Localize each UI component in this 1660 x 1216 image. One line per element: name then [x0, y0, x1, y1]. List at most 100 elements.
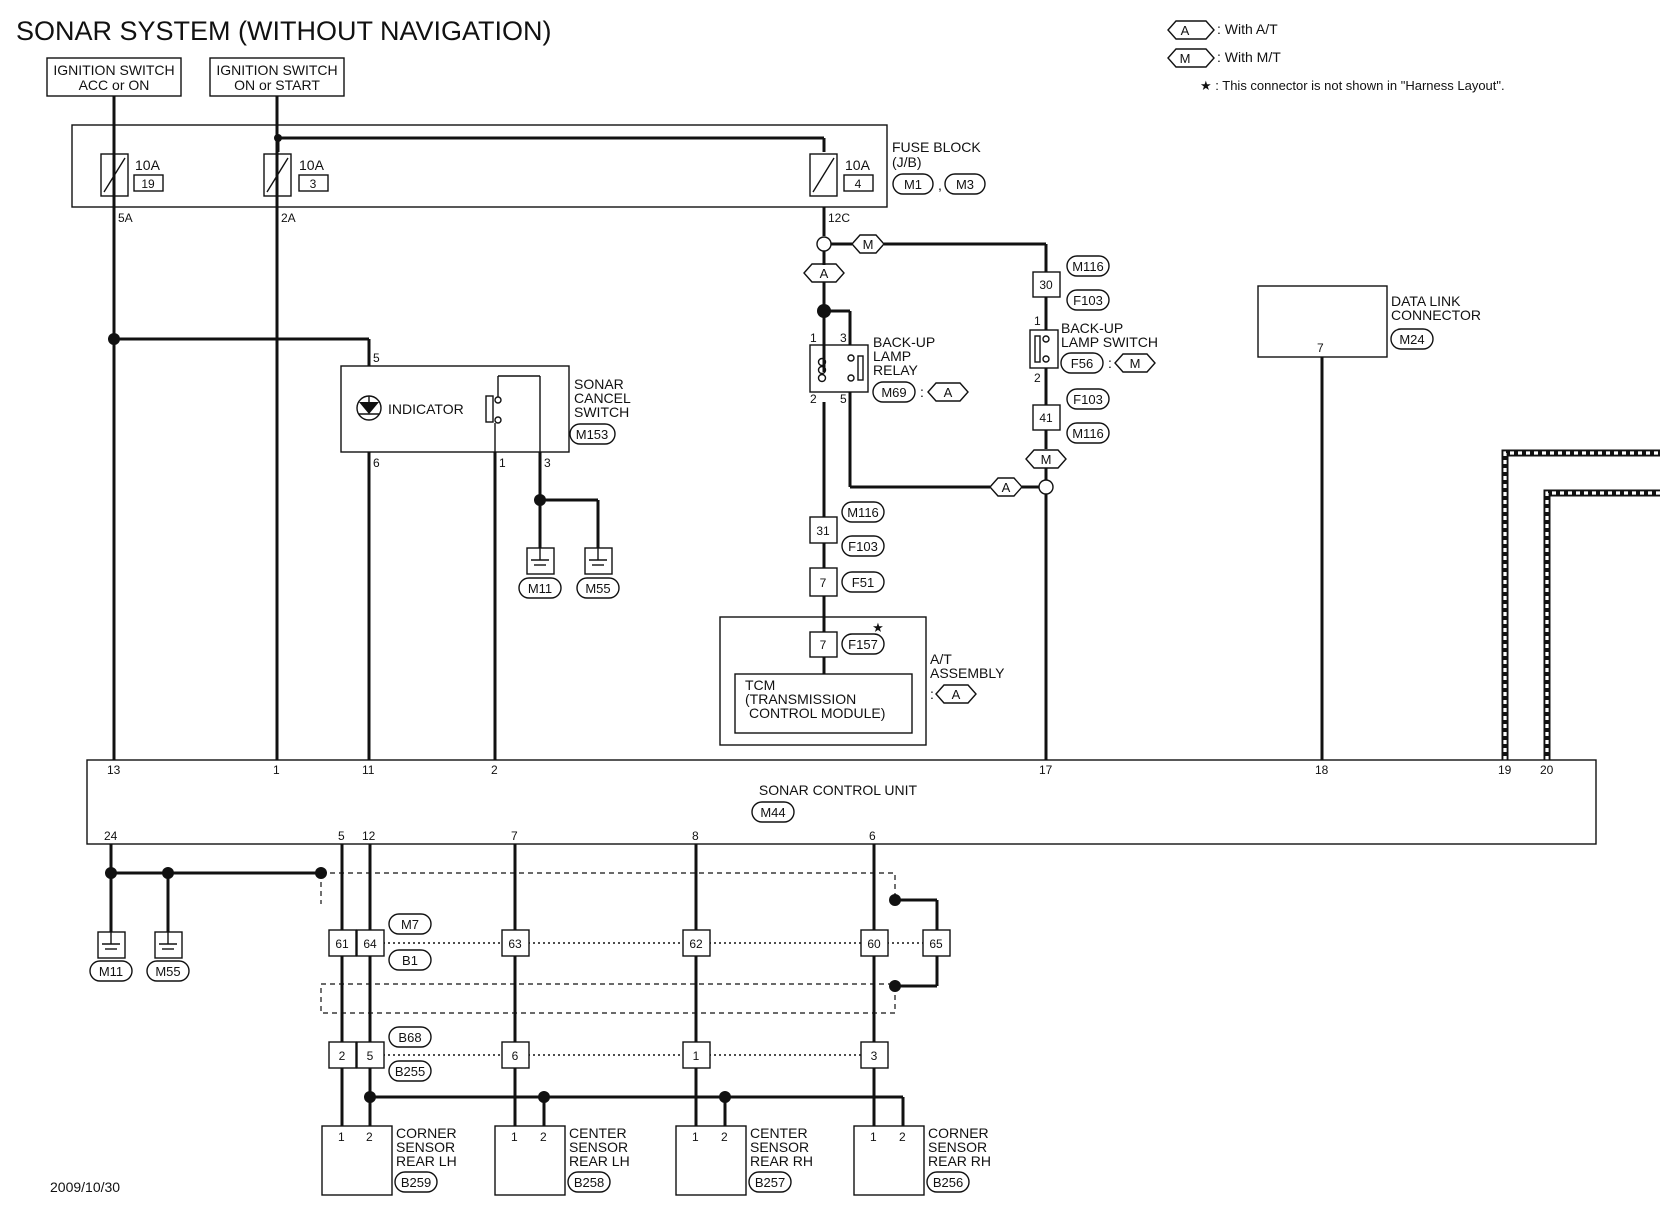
sensor-center-rear-rh: 1 2 CENTER SENSOR REAR RH B257	[675, 1125, 813, 1196]
svg-text:M44: M44	[760, 805, 785, 820]
svg-text:REAR LH: REAR LH	[396, 1153, 457, 1169]
backup-lamp-relay: 1 3 2 5 BACK-UP LAMP RELAY M69 : A	[809, 331, 969, 406]
svg-text:M: M	[1041, 452, 1052, 467]
svg-text:2: 2	[540, 1130, 547, 1144]
svg-text:F56: F56	[1071, 356, 1093, 371]
svg-text:SENSOR: SENSOR	[750, 1139, 809, 1155]
svg-text:SENSOR: SENSOR	[569, 1139, 628, 1155]
svg-text:7: 7	[1317, 341, 1324, 355]
svg-text:A: A	[1002, 480, 1011, 495]
svg-text:B255: B255	[395, 1064, 425, 1079]
svg-text:3: 3	[840, 331, 847, 345]
svg-text:ASSEMBLY: ASSEMBLY	[930, 665, 1005, 681]
svg-text:A: A	[952, 687, 961, 702]
svg-text:2: 2	[339, 1049, 346, 1063]
svg-text:SENSOR: SENSOR	[396, 1139, 455, 1155]
svg-text:M24: M24	[1399, 332, 1424, 347]
svg-text:M11: M11	[99, 964, 123, 979]
svg-text:2: 2	[810, 392, 817, 406]
svg-text::: :	[920, 384, 924, 400]
svg-text:24: 24	[104, 829, 118, 843]
legend-m-code: M	[1180, 51, 1191, 66]
svg-text:31: 31	[816, 524, 830, 538]
svg-text:M: M	[1130, 356, 1141, 371]
svg-text:1: 1	[692, 1130, 699, 1144]
svg-text:3: 3	[871, 1049, 878, 1063]
svg-text:REAR LH: REAR LH	[569, 1153, 630, 1169]
svg-text:IGNITION SWITCH: IGNITION SWITCH	[216, 62, 337, 78]
svg-text:6: 6	[869, 829, 876, 843]
svg-text:1: 1	[273, 763, 280, 777]
svg-text:ON or START: ON or START	[234, 77, 320, 93]
svg-text:CORNER: CORNER	[396, 1125, 457, 1141]
svg-text:1: 1	[511, 1130, 518, 1144]
fuse-block-label-1: FUSE BLOCK	[892, 139, 981, 155]
svg-text:B68: B68	[398, 1030, 421, 1045]
svg-text:3: 3	[310, 177, 317, 191]
svg-text:CONNECTOR: CONNECTOR	[1391, 307, 1481, 323]
svg-text:BACK-UP: BACK-UP	[1061, 320, 1123, 336]
svg-text:6: 6	[512, 1049, 519, 1063]
indicator-label: INDICATOR	[388, 401, 464, 417]
harness-connectors: M A 30 M116 F103 41 F103 M116 M A 31 M11…	[803, 234, 1110, 597]
svg-text:1: 1	[1034, 314, 1041, 328]
legend-a-text: : With A/T	[1217, 21, 1278, 37]
svg-text:M69: M69	[881, 385, 906, 400]
svg-text:5: 5	[373, 351, 380, 365]
svg-text:M116: M116	[1072, 259, 1104, 274]
sensor-corner-rear-rh: 1 2 CORNER SENSOR REAR RH B256	[853, 1125, 991, 1196]
data-link-connector: 7 DATA LINK CONNECTOR M24	[1257, 285, 1481, 358]
svg-text:M55: M55	[585, 581, 610, 596]
svg-text:6: 6	[373, 456, 380, 470]
svg-text:M116: M116	[847, 505, 879, 520]
svg-text:1: 1	[870, 1130, 877, 1144]
svg-text:SWITCH: SWITCH	[574, 404, 629, 420]
lower-wires	[105, 844, 939, 1126]
svg-text:TCM: TCM	[745, 677, 775, 693]
svg-text:13: 13	[107, 763, 121, 777]
svg-text:M55: M55	[155, 964, 180, 979]
svg-text:F103: F103	[1073, 392, 1103, 407]
svg-text:LAMP SWITCH: LAMP SWITCH	[1061, 334, 1158, 350]
svg-text:61: 61	[335, 937, 349, 951]
svg-text:LAMP: LAMP	[873, 348, 911, 364]
svg-text:CONTROL MODULE): CONTROL MODULE)	[749, 705, 885, 721]
svg-text:RELAY: RELAY	[873, 362, 919, 378]
svg-text:18: 18	[1315, 763, 1329, 777]
diagram-date: 2009/10/30	[50, 1179, 120, 1195]
sensor-corner-rear-lh: 1 2 CORNER SENSOR REAR LH B259	[321, 1125, 457, 1196]
svg-text:F103: F103	[1073, 293, 1103, 308]
svg-text:SONAR CONTROL UNIT: SONAR CONTROL UNIT	[759, 782, 918, 798]
ignition-switch-on: IGNITION SWITCH ON or START	[209, 57, 345, 97]
svg-text:19: 19	[1498, 763, 1512, 777]
svg-text:12: 12	[362, 829, 376, 843]
svg-text:M1: M1	[904, 177, 922, 192]
svg-text:7: 7	[511, 829, 518, 843]
svg-text:60: 60	[867, 937, 881, 951]
svg-text:5A: 5A	[118, 211, 133, 225]
svg-text:64: 64	[363, 937, 377, 951]
fuse-19: 10A 19 5A	[100, 153, 164, 225]
backup-lamp-switch: 1 2 BACK-UP LAMP SWITCH F56 : M	[1029, 314, 1158, 385]
svg-text:★: ★	[872, 620, 884, 635]
svg-text:2: 2	[721, 1130, 728, 1144]
at-assembly: 7 F157 ★ TCM (TRANSMISSION CONTROL MODUL…	[719, 616, 1005, 746]
svg-text::: :	[1108, 355, 1112, 371]
svg-text:2: 2	[899, 1130, 906, 1144]
svg-text:B257: B257	[755, 1175, 785, 1190]
ground-m55-lower: M55	[146, 931, 190, 982]
fuse-block: 10A 19 5A 10A 3 2A 10A 4 12C FUSE BLOCK …	[71, 124, 986, 225]
fuse-4: 10A 4 12C	[809, 153, 874, 225]
svg-text:5: 5	[338, 829, 345, 843]
svg-text:B1: B1	[402, 953, 418, 968]
svg-text:12C: 12C	[828, 211, 850, 225]
svg-text:17: 17	[1039, 763, 1053, 777]
legend-m-text: : With M/T	[1217, 49, 1281, 65]
svg-text:M7: M7	[401, 917, 419, 932]
svg-text:1: 1	[810, 331, 817, 345]
svg-text:B259: B259	[401, 1175, 431, 1190]
svg-text:B258: B258	[574, 1175, 604, 1190]
svg-text:2: 2	[1034, 371, 1041, 385]
svg-text:IGNITION SWITCH: IGNITION SWITCH	[53, 62, 174, 78]
svg-text:1: 1	[499, 456, 506, 470]
